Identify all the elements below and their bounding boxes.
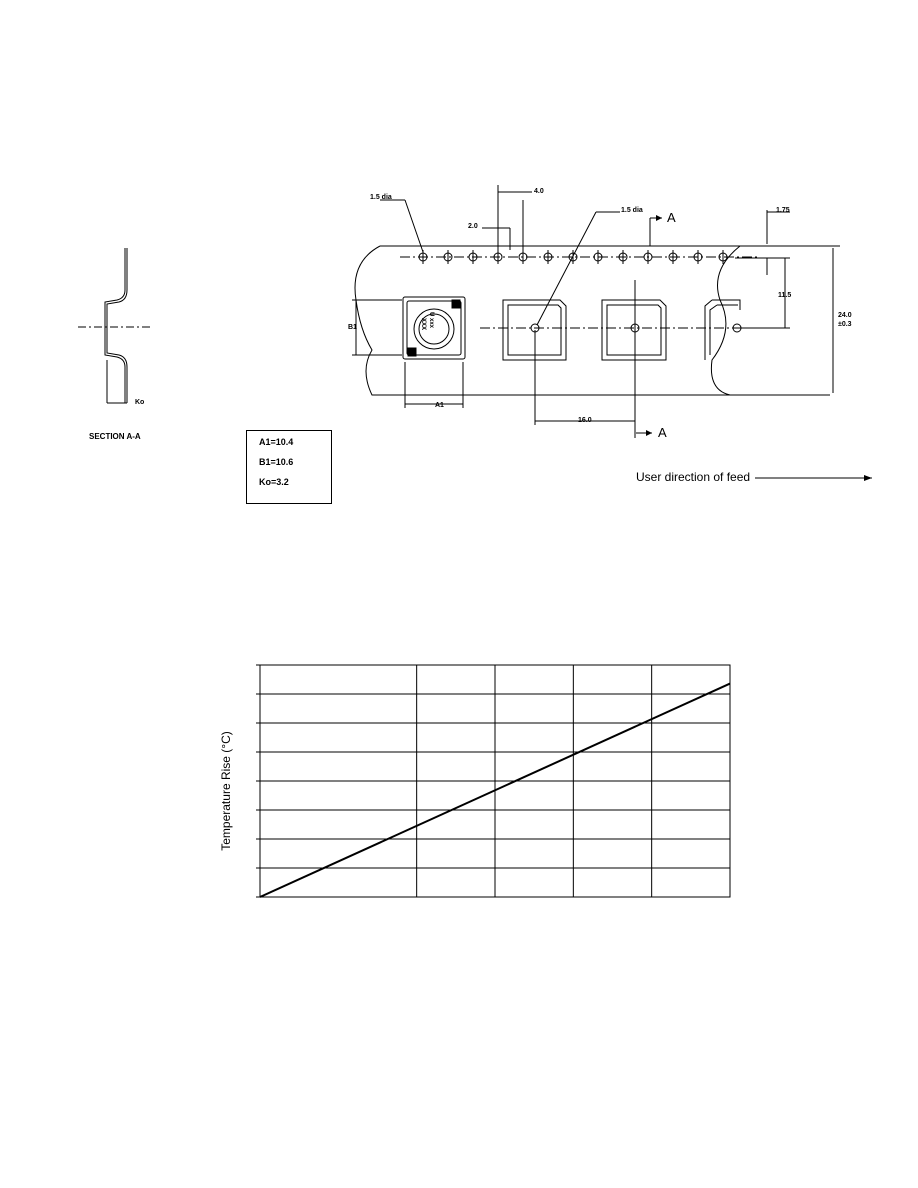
dim-center-offset: 11.5 (778, 292, 792, 299)
dim-pitch: 4.0 (534, 188, 544, 195)
feed-direction-label: User direction of feed (636, 470, 751, 484)
part-marking-line2: XXX (420, 318, 426, 331)
dim-sprocket-dia: 1.5 dia (370, 194, 392, 201)
chart-ylabel: Temperature Rise (°C) (219, 731, 233, 851)
temperature-rise-chart (256, 664, 731, 898)
section-mark-bottom: A (658, 425, 667, 440)
series-line (259, 682, 731, 898)
section-title: SECTION A-A (89, 432, 141, 441)
dim-cavity-pitch: 16.0 (578, 417, 592, 424)
spec-ko: Ko=3.2 (259, 477, 289, 487)
spec-a1: A1=10.4 (259, 437, 294, 447)
section-mark-top: A (667, 210, 676, 225)
part-marking-line1: U xxx (428, 312, 434, 329)
dim-offset: 2.0 (468, 223, 478, 230)
dim-a1: A1 (435, 402, 444, 409)
dim-b1: B1 (348, 324, 357, 331)
spec-box: A1=10.4 B1=10.6 Ko=3.2 (246, 430, 332, 504)
section-profile (104, 248, 126, 403)
dim-ko: Ko (135, 399, 145, 406)
tape-drawing (78, 185, 872, 481)
dim-edge: 1.75 (776, 207, 790, 214)
spec-b1: B1=10.6 (259, 457, 294, 467)
dim-cavity-hole-dia: 1.5 dia (621, 207, 643, 214)
tape-outline (354, 245, 830, 396)
dim-width: 24.0 (838, 312, 852, 319)
dim-width-tol: ±0.3 (838, 321, 852, 328)
